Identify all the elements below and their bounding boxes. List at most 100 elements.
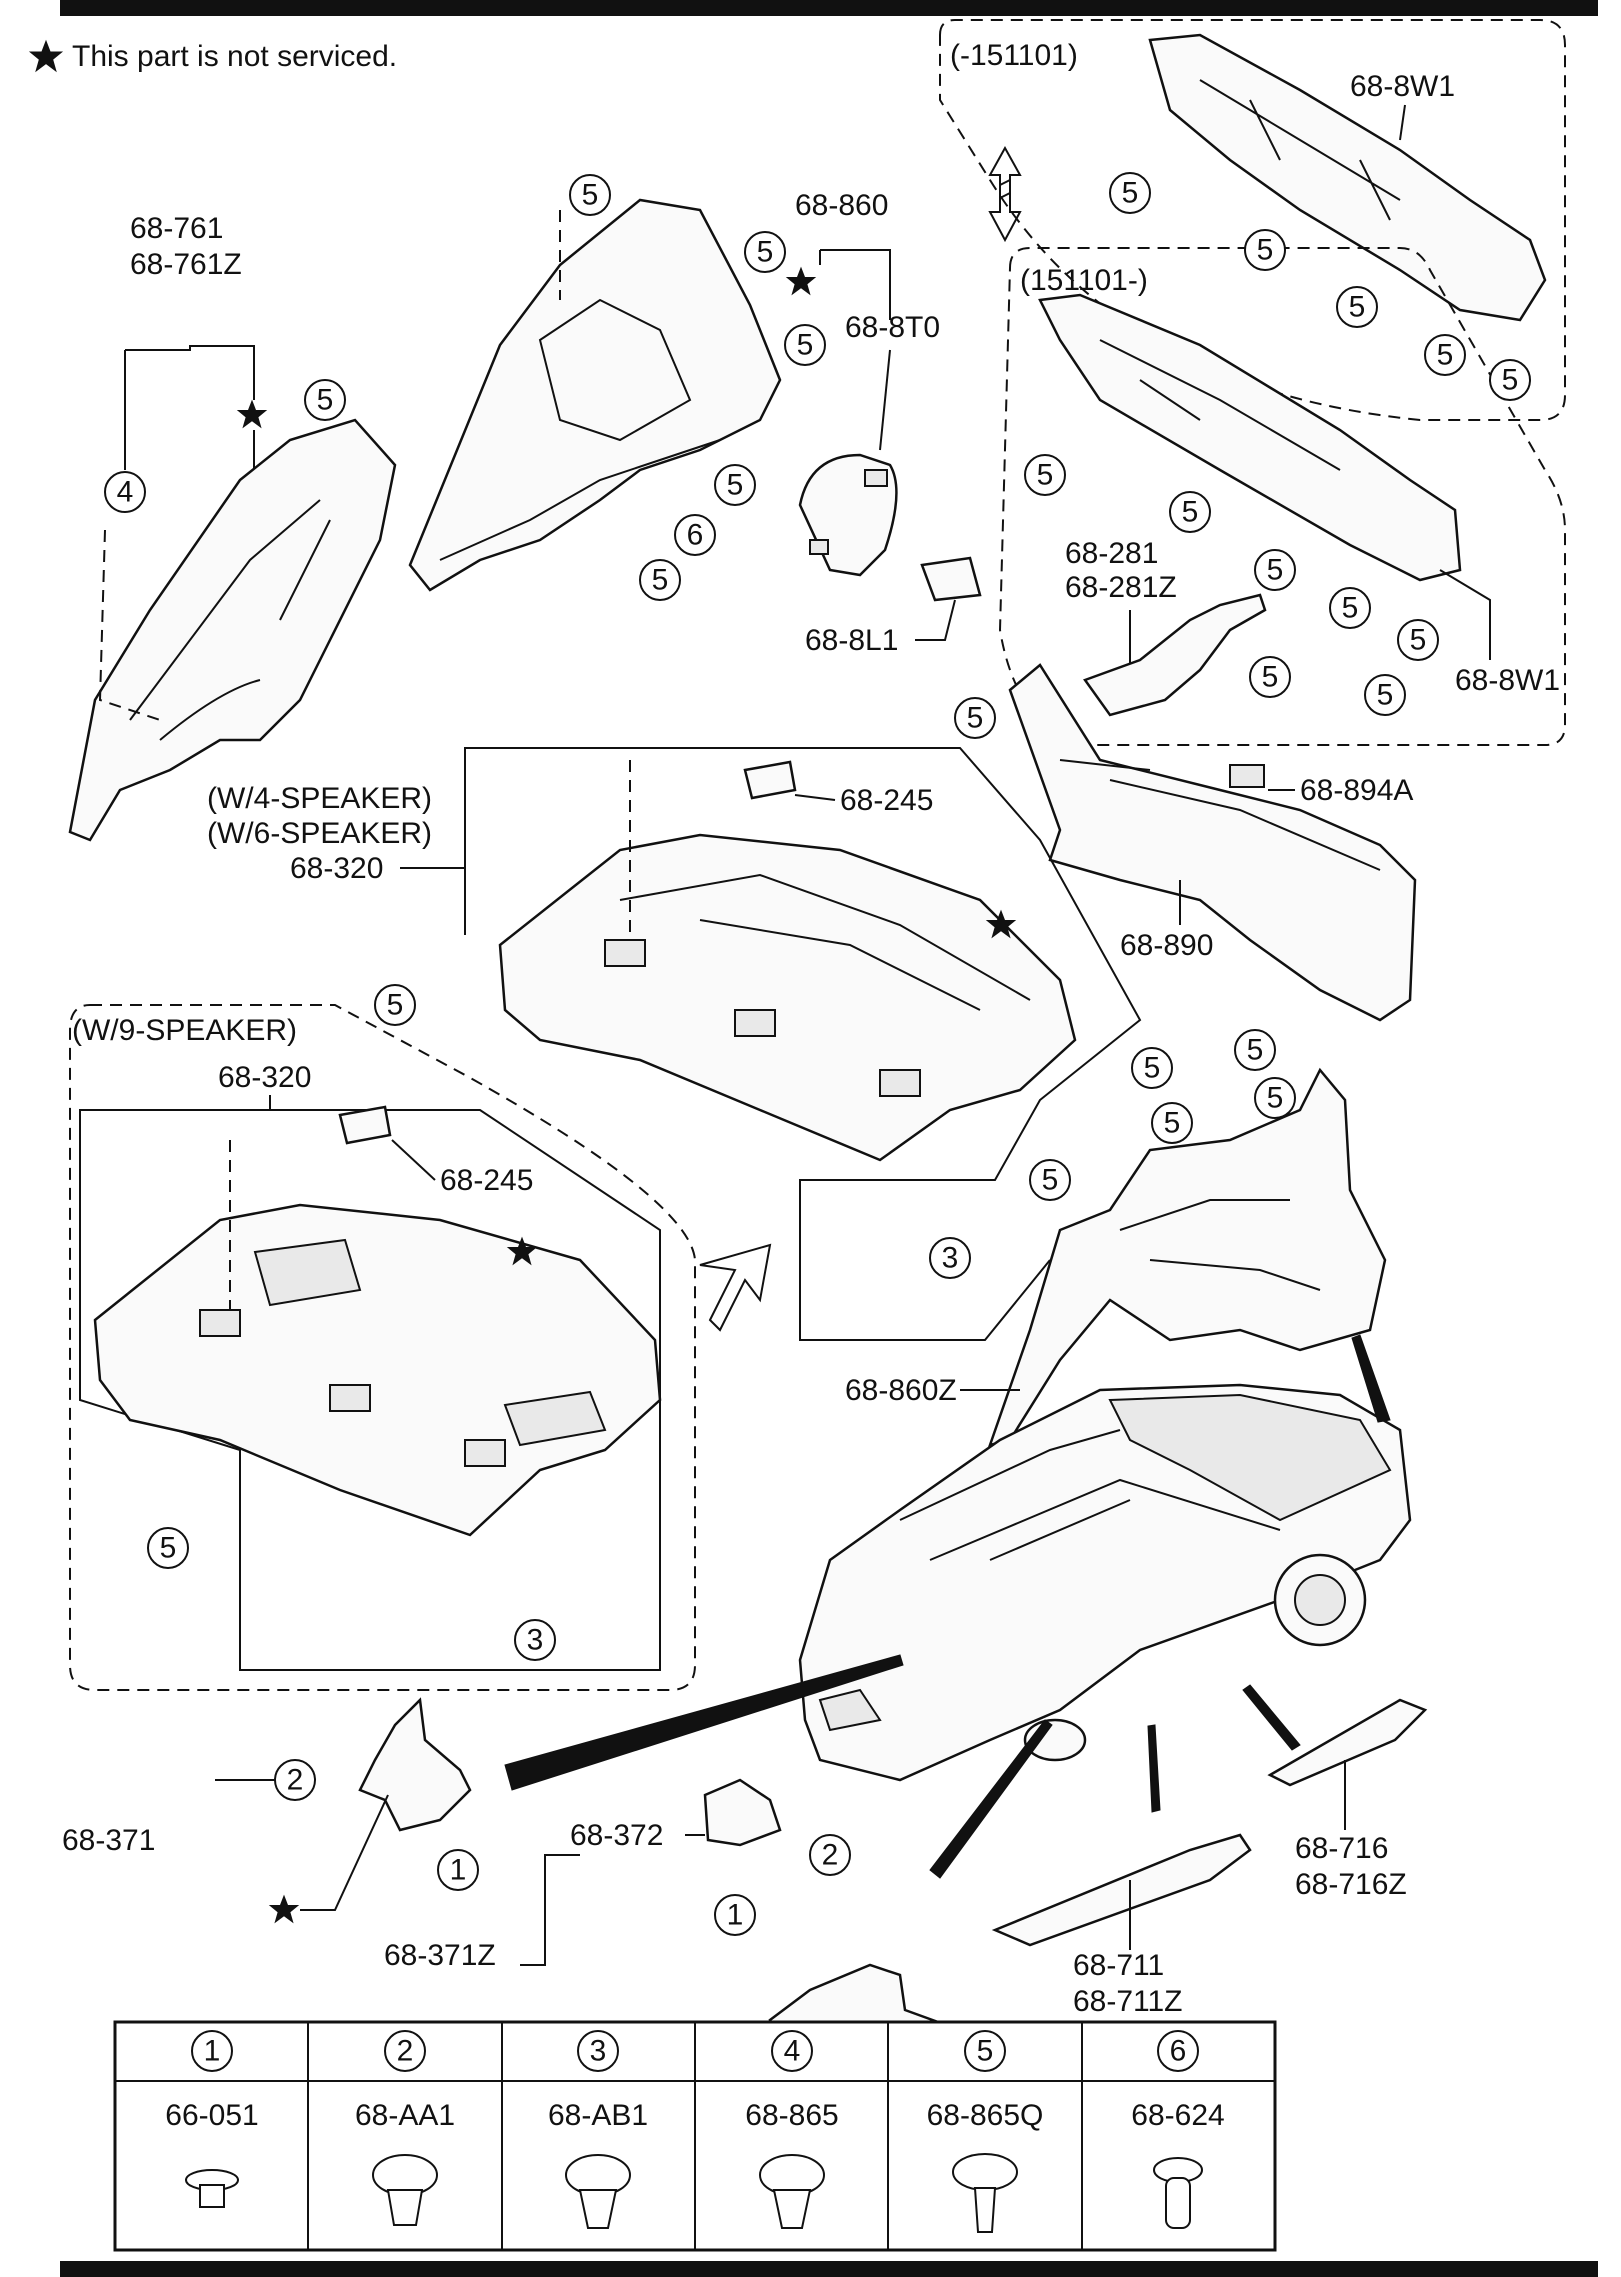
callout-5: 5 xyxy=(1131,1047,1173,1089)
callout-stroke xyxy=(504,1654,904,1791)
callout-5: 5 xyxy=(304,379,346,421)
label-68-716z: 68-716Z xyxy=(1295,1868,1407,1901)
label-68-371z: 68-371Z xyxy=(384,1939,496,1972)
svg-text:5: 5 xyxy=(387,989,404,1022)
star-icon xyxy=(28,39,64,73)
hook-68-8l1 xyxy=(920,556,982,602)
label-68-281z: 68-281Z xyxy=(1065,571,1177,604)
svg-text:5: 5 xyxy=(1267,1082,1284,1115)
svg-text:5: 5 xyxy=(1164,1107,1181,1140)
bottom-border-bar xyxy=(60,2261,1598,2277)
callout-5: 5 xyxy=(1169,491,1211,533)
svg-text:5: 5 xyxy=(1042,1164,1059,1197)
callout-5: 5 xyxy=(954,697,996,739)
label-68-320-b: 68-320 xyxy=(218,1061,311,1094)
callout-5: 5 xyxy=(1397,619,1439,661)
label-68-716: 68-716 xyxy=(1295,1832,1388,1865)
label-68-711z: 68-711Z xyxy=(1073,1985,1183,2018)
callout-5: 5 xyxy=(1254,1077,1296,1119)
callout-stroke xyxy=(929,1719,1053,1879)
svg-text:3: 3 xyxy=(942,1242,959,1275)
legend-part-number: 68-624 xyxy=(1131,2099,1224,2132)
callout-5: 5 xyxy=(1109,172,1151,214)
double-arrow-icon xyxy=(699,1243,772,1332)
package-tray-68-320-b xyxy=(93,1203,662,1537)
label-68-245-b: 68-245 xyxy=(440,1164,533,1197)
rear-end-trim-68-890 xyxy=(1008,663,1417,1022)
label-68-894a: 68-894A xyxy=(1300,774,1413,807)
label-w6-speaker: (W/6-SPEAKER) xyxy=(207,817,432,850)
clip-68-245-a xyxy=(743,760,797,800)
callout-1: 1 xyxy=(714,1894,756,1936)
legend-index: 2 xyxy=(397,2035,414,2068)
label-68-281: 68-281 xyxy=(1065,537,1158,570)
legend-col-2: 2 68-AA1 xyxy=(355,2030,455,2226)
tab-68-894a xyxy=(1229,764,1265,788)
clip-icon xyxy=(952,2153,1018,2233)
legend-index: 5 xyxy=(977,2035,994,2068)
callout-2: 2 xyxy=(274,1759,316,1801)
callout-5: 5 xyxy=(374,984,416,1026)
variant-box-old xyxy=(939,19,1566,421)
svg-text:4: 4 xyxy=(117,476,134,509)
svg-text:3: 3 xyxy=(527,1624,544,1657)
callout-3: 3 xyxy=(929,1237,971,1279)
label-w4-speaker: (W/4-SPEAKER) xyxy=(207,782,432,815)
callout-5: 5 xyxy=(744,231,786,273)
legend-part-number: 66-051 xyxy=(165,2099,258,2132)
svg-text:5: 5 xyxy=(317,384,334,417)
clip-icon xyxy=(1153,2157,1203,2229)
callout-5: 5 xyxy=(1424,334,1466,376)
star-icon xyxy=(268,1894,300,1924)
lower-trim-68-371 xyxy=(358,1697,472,1832)
callout-5: 5 xyxy=(1489,359,1531,401)
svg-text:5: 5 xyxy=(757,236,774,269)
scuff-plate-68-711 xyxy=(991,1833,1252,1947)
svg-text:2: 2 xyxy=(822,1839,839,1872)
legend-index: 6 xyxy=(1170,2035,1187,2068)
package-tray-68-320-a xyxy=(498,833,1077,1162)
bracket-68-372 xyxy=(703,1778,782,1847)
svg-text:5: 5 xyxy=(1349,291,1366,324)
callout-3: 3 xyxy=(514,1619,556,1661)
legend-part-number: 68-865Q xyxy=(927,2099,1044,2132)
double-arrow-icon xyxy=(988,145,1022,243)
legend-part-number: 68-865 xyxy=(745,2099,838,2132)
svg-text:5: 5 xyxy=(797,329,814,362)
svg-text:5: 5 xyxy=(727,469,744,502)
label-w9-speaker: (W/9-SPEAKER) xyxy=(72,1014,297,1047)
callout-5: 5 xyxy=(1329,587,1371,629)
fastener-legend-table: 1 66-051 2 68-AA1 3 68-AB1 4 68-865 xyxy=(113,2020,1277,2252)
callout-stroke xyxy=(1242,1684,1301,1751)
label-range-old: (-151101) xyxy=(950,39,1078,72)
trunk-end-trim-new-68-8w1 xyxy=(1038,293,1462,582)
callout-6: 6 xyxy=(674,514,716,556)
callout-4: 4 xyxy=(104,471,146,513)
group-outline-w4 xyxy=(464,747,1142,1341)
callout-5: 5 xyxy=(147,1527,189,1569)
svg-text:5: 5 xyxy=(1257,234,1274,267)
legend-part-number: 68-AA1 xyxy=(355,2099,455,2132)
label-68-372: 68-372 xyxy=(570,1819,663,1852)
svg-text:5: 5 xyxy=(1342,592,1359,625)
label-range-new: (151101-) xyxy=(1020,264,1148,297)
svg-text:5: 5 xyxy=(1122,177,1139,210)
legend-col-6: 6 68-624 xyxy=(1131,2030,1225,2229)
trunk-side-trim-68-860 xyxy=(408,198,782,592)
callout-5: 5 xyxy=(1364,674,1406,716)
star-icon xyxy=(236,399,268,429)
trunk-side-trim-68-860z xyxy=(988,1067,1387,1447)
variant-box-w9 xyxy=(69,1004,696,1691)
legend-index: 1 xyxy=(204,2035,221,2068)
svg-text:5: 5 xyxy=(1377,679,1394,712)
callout-5: 5 xyxy=(639,559,681,601)
legend-part-number: 68-AB1 xyxy=(548,2099,648,2132)
label-68-860: 68-860 xyxy=(795,189,888,222)
star-icon xyxy=(785,266,817,296)
clip-icon xyxy=(759,2154,825,2229)
speaker-grille-right xyxy=(503,1390,607,1447)
label-68-245-a: 68-245 xyxy=(840,784,933,817)
clip-68-245-b xyxy=(338,1105,392,1145)
trunk-end-trim-old-68-8w1 xyxy=(1148,33,1547,322)
